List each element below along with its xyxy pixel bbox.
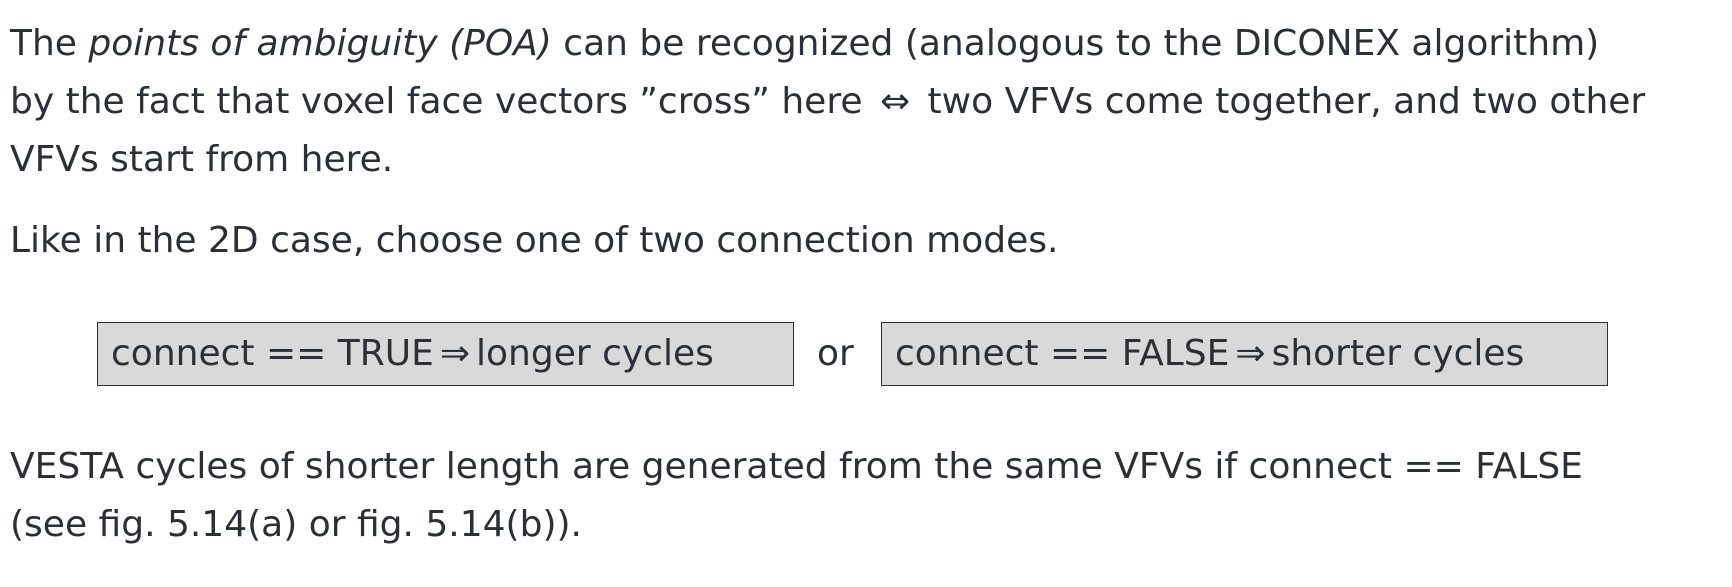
vesta-line-1: VESTA cycles of shorter length are gener… [10,446,1583,487]
vesta-line-2: (see fig. 5.14(a) or fig. 5.14(b)). [10,504,582,545]
poa-term: points of ambiguity (POA) [88,23,552,64]
poa-intro: The [10,23,89,64]
implies-arrow-false: ⇒ [1235,333,1266,374]
equivalence-symbol: ⇔ [879,81,911,122]
connect-true-result: longer cycles [476,333,714,374]
connect-false-box: connect == FALSE⇒shorter cycles [881,322,1608,386]
connection-modes-row: connect == TRUE⇒longer cycles or connect… [0,322,1732,390]
poa-paragraph: The points of ambiguity (POA) can be rec… [10,15,1645,189]
connect-false-result: shorter cycles [1271,333,1525,374]
connection-modes-intro: Like in the 2D case, choose one of two c… [10,220,1059,261]
implies-arrow-true: ⇒ [439,333,470,374]
poa-line-2-a: by the fact that voxel face vectors ”cro… [10,81,874,122]
vesta-paragraph: VESTA cycles of shorter length are gener… [10,438,1583,554]
poa-line-2-b: two VFVs come together, and two other [916,81,1646,122]
connect-true-box: connect == TRUE⇒longer cycles [97,322,794,386]
or-separator: or [817,333,854,374]
connect-false-condition: connect == FALSE [895,333,1230,374]
poa-line-1-rest: can be recognized (analogous to the DICO… [551,23,1600,64]
poa-line-3: VFVs start from here. [10,139,394,180]
poa-line-2: by the fact that voxel face vectors ”cro… [10,73,1645,131]
poa-line-1: The points of ambiguity (POA) can be rec… [10,15,1645,73]
connect-true-condition: connect == TRUE [111,333,434,374]
